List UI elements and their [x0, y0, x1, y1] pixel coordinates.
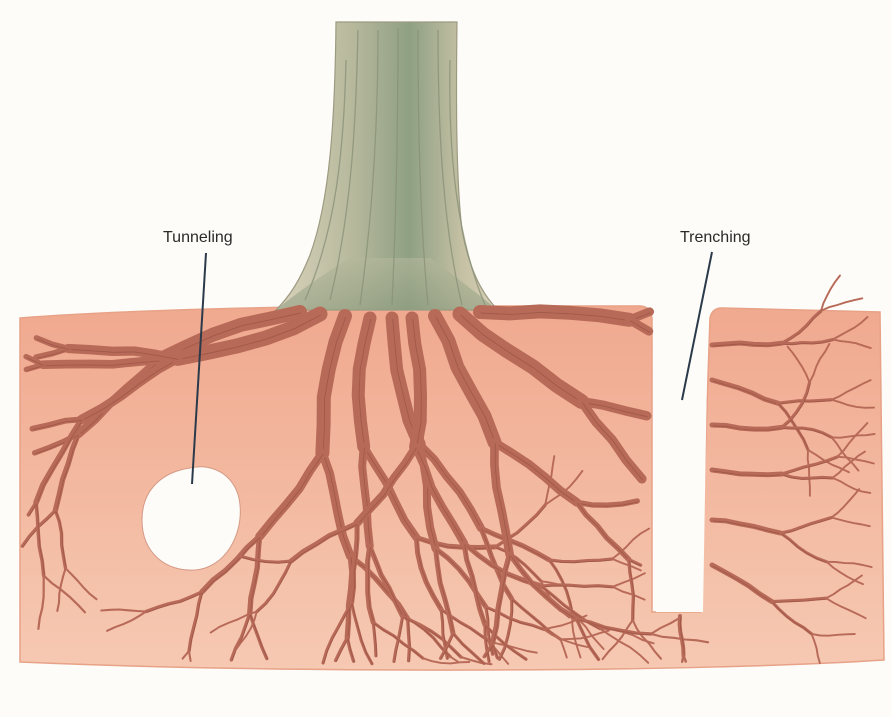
root-branch	[821, 298, 862, 310]
tree-trunk	[276, 22, 498, 310]
trenching-label: Trenching	[680, 229, 751, 247]
trench-void	[654, 316, 708, 612]
root-branch	[682, 656, 683, 662]
tunneling-label: Tunneling	[163, 229, 233, 247]
